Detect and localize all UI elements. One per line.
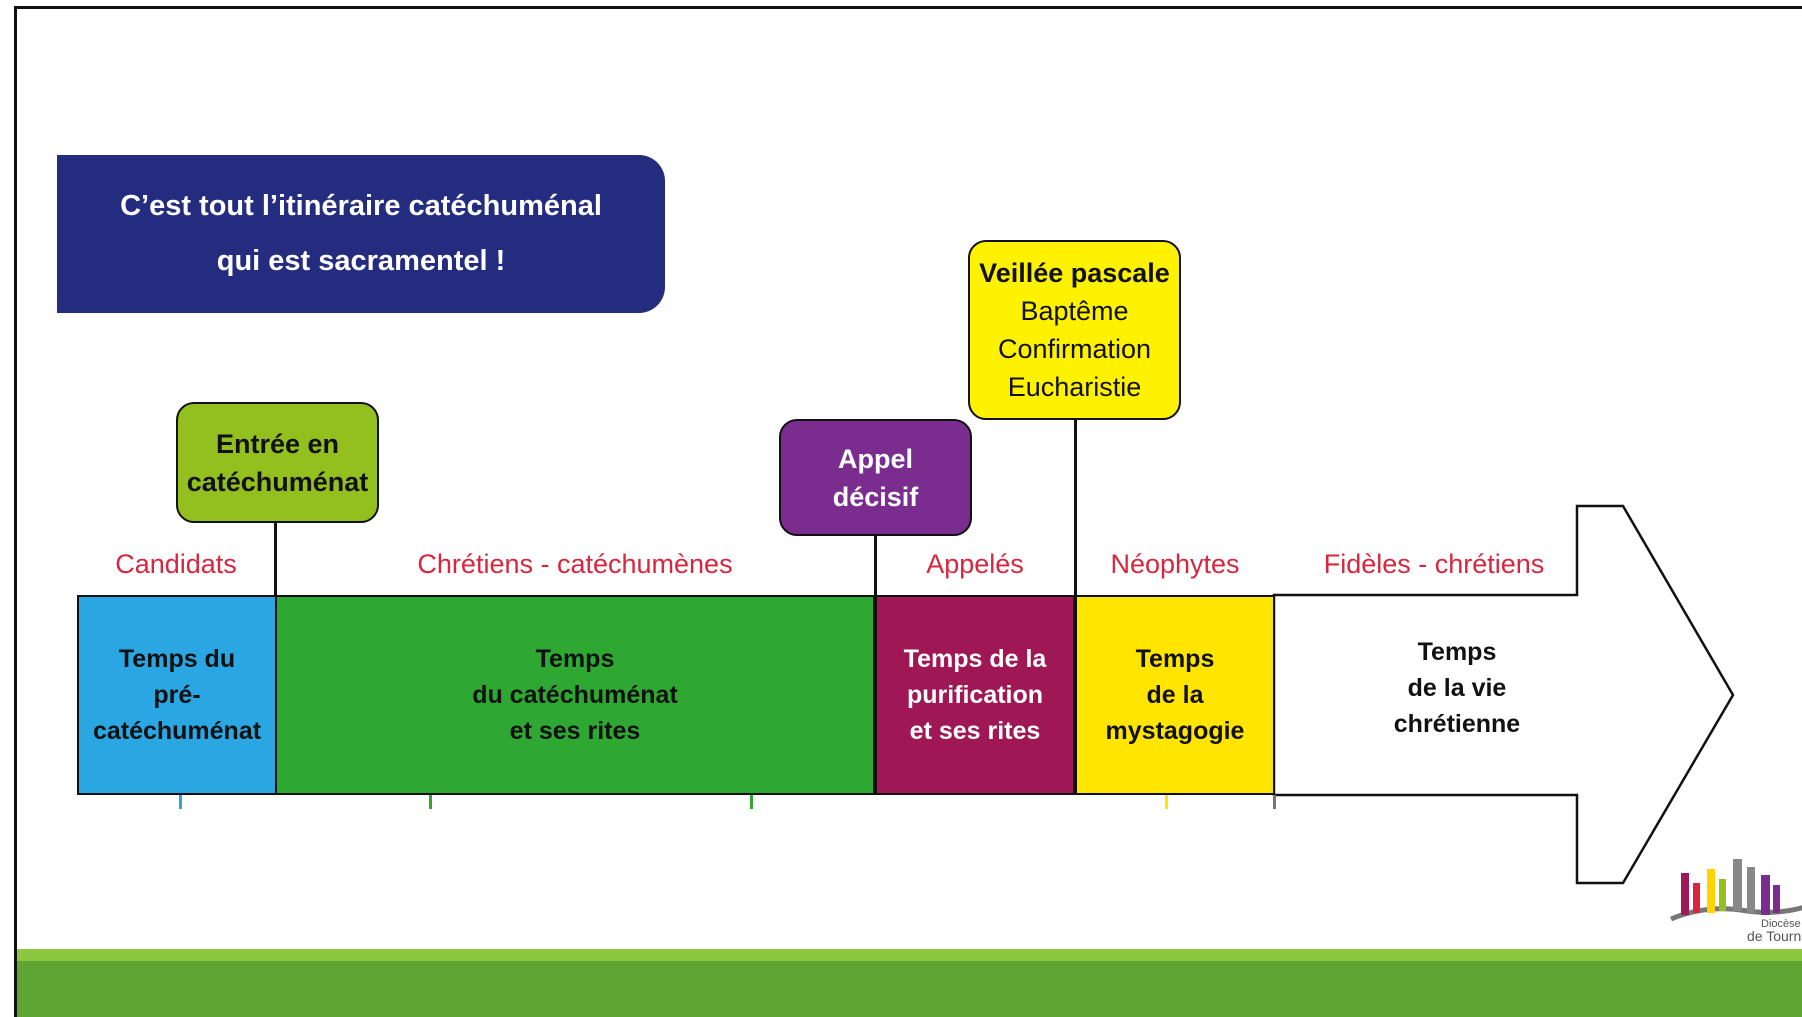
- stage-mystagogie-text: Temps de la mystagogie: [1105, 645, 1245, 745]
- stage-purification-text: Temps de la purification et ses rites: [903, 645, 1047, 745]
- title-banner: C’est tout l’itinéraire catéchuménal qui…: [57, 155, 665, 313]
- stage-precatechumenat-text: Temps du pré- catéchuménat: [92, 645, 262, 745]
- label-candidats: Candidats: [115, 549, 237, 579]
- stage-catechumenat-text: Temps du catéchuménat et ses rites: [472, 645, 678, 745]
- appel-line-2: décisif: [832, 481, 919, 512]
- footer-stripe-light: [17, 949, 1802, 961]
- tick-mark: [1165, 795, 1168, 809]
- label-chretiens-catechumenes: Chrétiens - catéchumènes: [417, 549, 733, 579]
- connector-veillee: [1074, 420, 1077, 595]
- banner-line-2: qui est sacramentel !: [216, 245, 506, 277]
- timeline-arrow: [1272, 504, 1735, 885]
- entree-line-2: catéchuménat: [186, 466, 369, 497]
- logo-text-2: de Tournai: [1747, 928, 1802, 944]
- stage-mystagogie: Temps de la mystagogie: [1075, 595, 1275, 795]
- callout-entree-catechumenat: Entrée en catéchuménat: [176, 402, 379, 523]
- connector-entree: [274, 523, 277, 595]
- entree-line-1: Entrée en: [215, 428, 340, 459]
- slide: C’est tout l’itinéraire catéchuménal qui…: [14, 6, 1802, 1017]
- veillee-title: Veillée pascale: [979, 258, 1170, 288]
- callout-veillee-pascale: Veillée pascale Baptême Confirmation Euc…: [968, 240, 1181, 420]
- label-appeles: Appelés: [926, 549, 1024, 579]
- stage-vie-chretienne-text: Temps de la vie chrétienne: [1393, 638, 1521, 738]
- tick-mark: [429, 795, 432, 809]
- footer-stripe-dark: [17, 961, 1802, 1017]
- tick-mark: [1273, 795, 1276, 809]
- connector-appel: [874, 536, 877, 595]
- callout-appel-decisif: Appel décisif: [779, 419, 972, 536]
- veillee-item-confirmation: Confirmation: [997, 334, 1152, 364]
- logo-text-1: Diocèse: [1761, 918, 1801, 930]
- stage-precatechumenat: Temps du pré- catéchuménat: [77, 595, 277, 795]
- label-fideles-chretiens: Fidèles - chrétiens: [1323, 549, 1545, 579]
- veillee-item-eucharistie: Eucharistie: [1007, 372, 1142, 402]
- diocese-logo-icon: Diocèse de Tournai: [1670, 859, 1802, 944]
- arrow-outline: [1272, 504, 1735, 885]
- label-neophytes: Néophytes: [1110, 549, 1240, 579]
- appel-line-1: Appel: [837, 443, 913, 474]
- stage-catechumenat: Temps du catéchuménat et ses rites: [275, 595, 875, 795]
- diocese-logo: Diocèse de Tournai: [1667, 849, 1802, 949]
- veillee-item-bapteme: Baptême: [1020, 296, 1129, 326]
- stage-purification: Temps de la purification et ses rites: [875, 595, 1075, 795]
- tick-mark: [750, 795, 753, 809]
- tick-mark: [179, 795, 182, 809]
- banner-line-1: C’est tout l’itinéraire catéchuménal: [120, 190, 602, 222]
